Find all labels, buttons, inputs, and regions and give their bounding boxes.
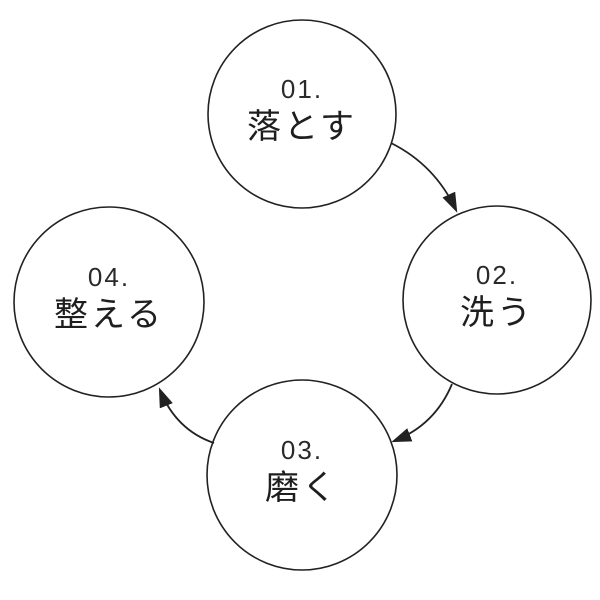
step-circle-03 [206, 379, 398, 571]
arrow-01-to-02-icon [390, 142, 458, 213]
step-circle-04 [13, 206, 205, 398]
step-circle-01 [207, 19, 397, 209]
arrow-02-to-03-icon [391, 383, 453, 443]
arrow-03-to-04-icon [158, 387, 215, 444]
step-circle-02 [402, 205, 592, 395]
